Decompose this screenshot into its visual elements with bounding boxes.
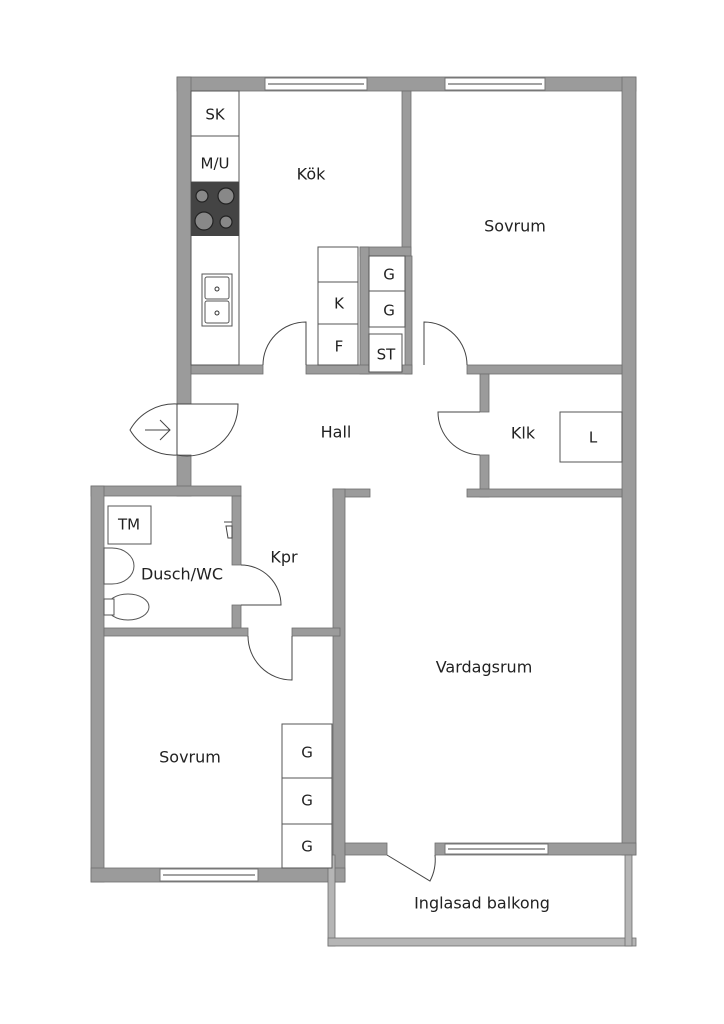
fixture-label-tm: TM (117, 516, 140, 534)
room-label-bedroom-top: Sovrum (484, 217, 546, 236)
fixture-label-g1: G (383, 266, 395, 284)
room-label-kitchen: Kök (297, 165, 326, 184)
sink-icon (201, 273, 233, 327)
room-label-bedroom-bottom: Sovrum (159, 748, 221, 767)
shower-icon (224, 521, 233, 539)
room-label-closet: Klk (511, 424, 536, 443)
fixture-label-g2: G (383, 302, 395, 320)
doors (129, 321, 481, 882)
fixture-label-f: F (335, 338, 344, 356)
fixture-label-g4: G (301, 792, 313, 810)
windows (159, 77, 549, 882)
fixture-label-st: ST (377, 346, 397, 364)
fixture-label-g3: G (301, 744, 313, 762)
room-label-balcony: Inglasad balkong (414, 894, 550, 913)
room-label-hall: Hall (321, 423, 352, 442)
room-label-living-room: Vardagsrum (436, 658, 533, 677)
fixture-label-g5: G (301, 838, 313, 856)
room-label-bathroom: Dusch/WC (141, 565, 223, 584)
washbasin-icon (103, 547, 135, 585)
walls (90, 76, 637, 947)
fixture-label-mu: M/U (201, 155, 230, 173)
fixture-label-k: K (334, 295, 345, 313)
room-label-wardrobe-hall: Kpr (270, 548, 298, 567)
entrance-arrow-icon (145, 419, 171, 441)
fixture-label-l: L (589, 429, 598, 447)
fixture-label-sk: SK (205, 106, 226, 124)
